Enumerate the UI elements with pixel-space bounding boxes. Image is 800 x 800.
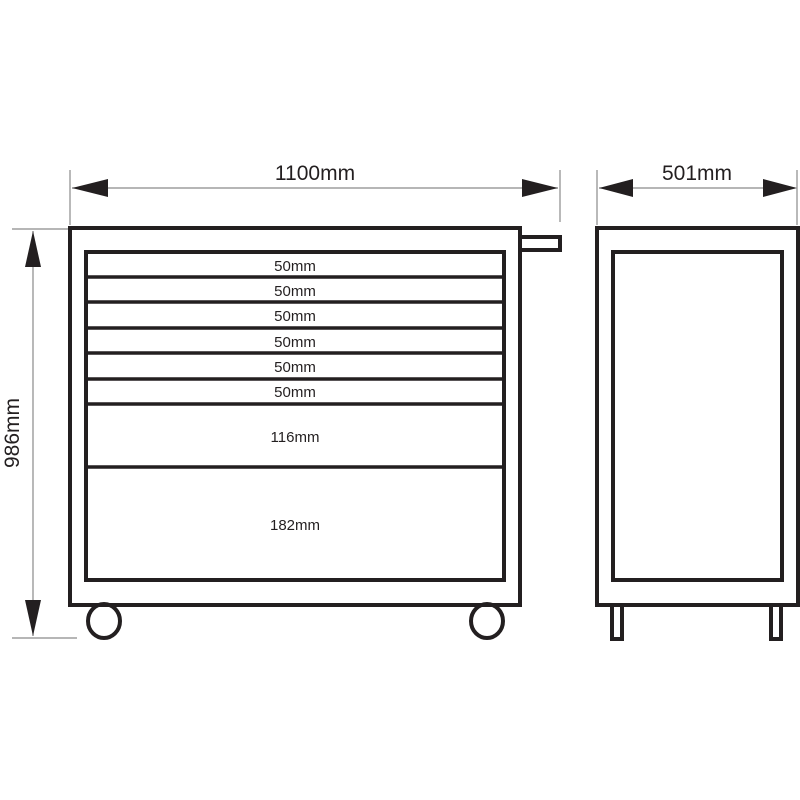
drawer-7-label: 116mm — [271, 429, 320, 446]
handle — [518, 235, 562, 252]
width-dimension: 1100mm — [69, 162, 561, 225]
drawer-4-label: 50mm — [274, 334, 316, 351]
side-view — [595, 226, 800, 641]
cabinet-body — [68, 226, 522, 607]
drawer-8-label: 182mm — [270, 517, 320, 534]
arrow-left-icon — [599, 179, 633, 197]
leg — [769, 603, 783, 641]
width-label: 1100mm — [275, 162, 355, 185]
drawer-1-label: 50mm — [274, 258, 316, 275]
drawer-3-label: 50mm — [274, 308, 316, 325]
height-dimension: 986mm — [1, 228, 77, 639]
drawer-6-label: 50mm — [274, 384, 316, 401]
drawer-5-label: 50mm — [274, 359, 316, 376]
arrow-left-icon — [72, 179, 108, 197]
arrow-right-icon — [522, 179, 558, 197]
wheel-icon — [469, 602, 505, 640]
arrow-right-icon — [763, 179, 797, 197]
cabinet-side — [595, 226, 800, 607]
front-view: 50mm 50mm 50mm 50mm 50mm 50mm 116mm 182m… — [68, 226, 562, 640]
side-panel — [611, 250, 784, 582]
arrow-down-icon — [25, 600, 41, 636]
drawer-2-label: 50mm — [274, 283, 316, 300]
depth-label: 501mm — [662, 162, 732, 185]
arrow-up-icon — [25, 231, 41, 267]
drawer-frame — [84, 250, 506, 582]
wheel-icon — [86, 602, 122, 640]
leg — [610, 603, 624, 641]
depth-dimension: 501mm — [596, 162, 798, 225]
height-label: 986mm — [1, 398, 24, 468]
